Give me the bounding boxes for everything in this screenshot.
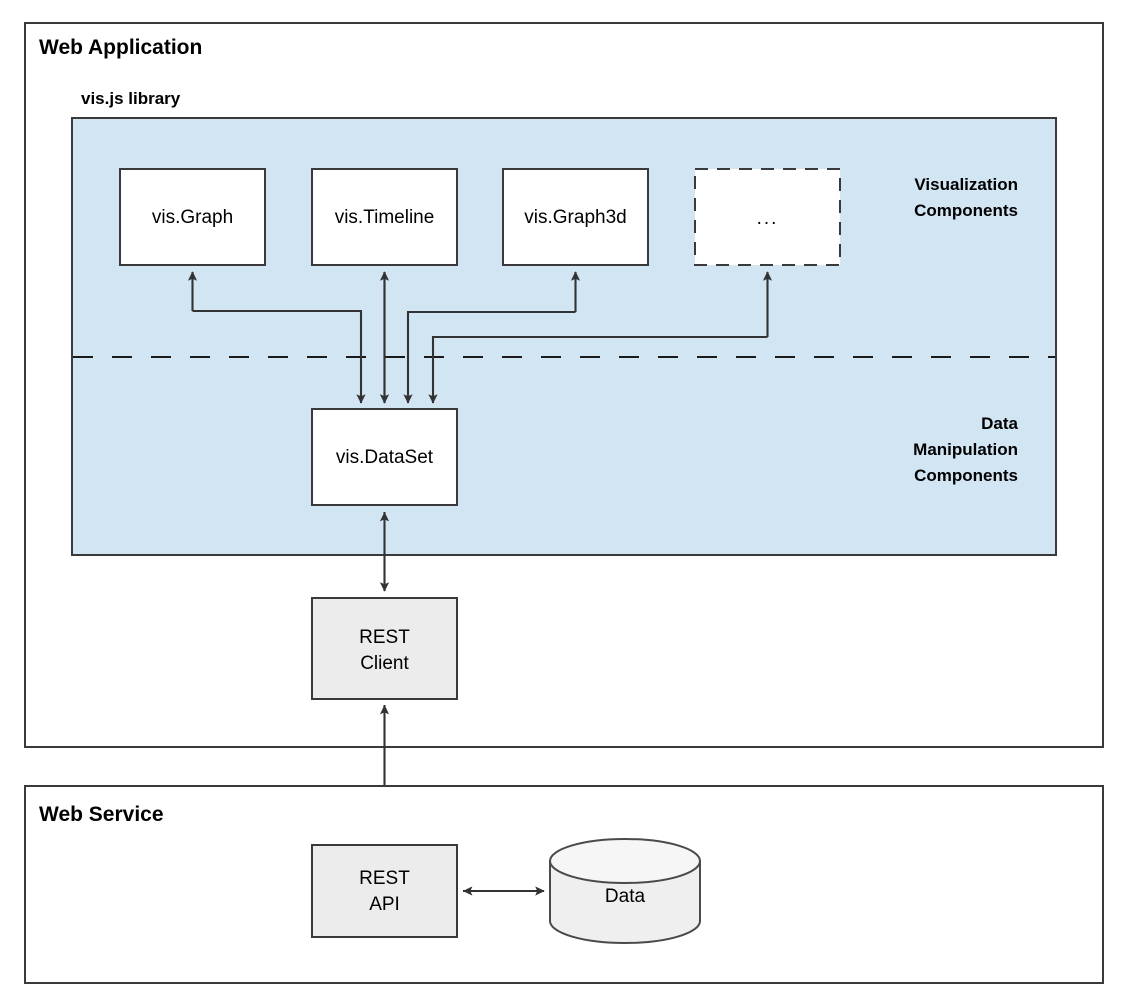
connector-vis-graph3d-to-dataset bbox=[403, 310, 576, 404]
node-more-components[interactable] bbox=[694, 168, 841, 266]
node-vis-graph3d-label: vis.Graph3d bbox=[524, 207, 626, 228]
node-vis-timeline-label: vis.Timeline bbox=[335, 207, 435, 228]
node-vis-graph3d[interactable] bbox=[502, 168, 649, 266]
node-datastore[interactable]: Data bbox=[549, 838, 701, 944]
data-components-label-line1: Data bbox=[981, 414, 1018, 433]
node-rest-api-label-line1: REST bbox=[359, 868, 410, 889]
web-service-title: Web Service bbox=[39, 803, 164, 826]
node-vis-graph-label: vis.Graph bbox=[152, 207, 233, 228]
web-application-title: Web Application bbox=[39, 36, 202, 59]
node-datastore-label: Data bbox=[605, 886, 646, 907]
data-components-label-line3: Components bbox=[914, 466, 1018, 485]
datastore-cylinder-body bbox=[549, 860, 701, 944]
vis-js-library-title: vis.js library bbox=[81, 89, 181, 108]
visualization-components-label-line2: Components bbox=[914, 201, 1018, 220]
node-vis-graph[interactable] bbox=[119, 168, 266, 266]
node-rest-client-label-line2: Client bbox=[360, 653, 409, 674]
connector-more-components-to-dataset bbox=[428, 335, 768, 404]
data-components-label-line2: Manipulation bbox=[913, 440, 1018, 459]
node-vis-dataset-label: vis.DataSet bbox=[336, 447, 434, 468]
visualization-components-label-line1: Visualization bbox=[914, 175, 1018, 194]
node-rest-client[interactable] bbox=[311, 597, 458, 700]
datastore-cylinder-top bbox=[549, 838, 701, 884]
node-rest-api[interactable] bbox=[311, 844, 458, 938]
node-more-components-label: ... bbox=[757, 208, 779, 229]
node-rest-api-label-line2: API bbox=[369, 894, 400, 915]
node-vis-timeline[interactable] bbox=[311, 168, 458, 266]
node-rest-client-label-line1: REST bbox=[359, 627, 410, 648]
connector-vis-graph-to-dataset bbox=[192, 309, 366, 404]
node-vis-dataset[interactable] bbox=[311, 408, 458, 506]
